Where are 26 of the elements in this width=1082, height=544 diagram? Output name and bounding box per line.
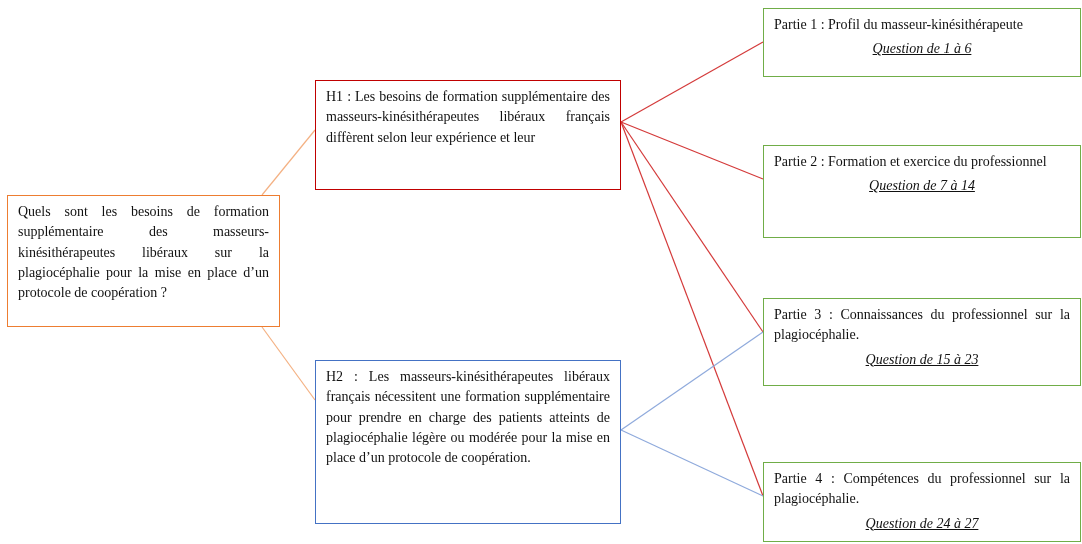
section-box bbox=[763, 298, 1081, 386]
connector-line bbox=[620, 121, 764, 180]
connector-line bbox=[620, 429, 764, 497]
box-text: Quels sont les besoins de formation supplémentaire des masseurs-kinésithérapeutes libéraux sur la plagiocéphalie pour la mise en place d’un protocole de coopération ? bbox=[18, 203, 269, 303]
section-box bbox=[763, 145, 1081, 238]
question-range: Question de 1 à 6 bbox=[871, 40, 973, 59]
hypothesis-box bbox=[315, 360, 621, 524]
question-range: Question de 24 à 27 bbox=[864, 514, 980, 533]
section-title: Partie 4 : Compétences du professionnel sur la plagiocéphalie. bbox=[774, 470, 1070, 509]
section-title: Partie 1 : Profil du masseur-kinésithérapeute bbox=[774, 16, 1024, 34]
question-range: Question de 7 à 14 bbox=[868, 177, 976, 196]
section-title: Partie 2 : Formation et exercice du professionnel bbox=[774, 153, 1048, 171]
connector-line bbox=[620, 41, 764, 123]
question-range: Question de 15 à 23 bbox=[864, 350, 980, 369]
connector-line bbox=[261, 129, 316, 196]
box-text: H2 : Les masseurs-kinésithérapeutes libéraux français nécessitent une formation supplémentaire pour prendre en charge des patients atteints de plagiocéphalie légère ou modérée pour la mise en place d’un protocole de coopération. bbox=[326, 368, 610, 468]
question-box bbox=[7, 195, 280, 327]
section-box bbox=[763, 8, 1081, 77]
section-box bbox=[763, 462, 1081, 542]
box-text: H1 : Les besoins de formation supplémentaire des masseurs-kinésithérapeutes libéraux français diffèrent selon leur expérience et leur bbox=[326, 88, 610, 147]
section-title: Partie 3 : Connaissances du professionnel sur la plagiocéphalie. bbox=[774, 306, 1070, 345]
connector-line bbox=[620, 121, 764, 333]
connector-line bbox=[261, 326, 316, 401]
hypothesis-box bbox=[315, 80, 621, 190]
connector-line bbox=[620, 121, 764, 497]
connector-line bbox=[620, 331, 764, 431]
